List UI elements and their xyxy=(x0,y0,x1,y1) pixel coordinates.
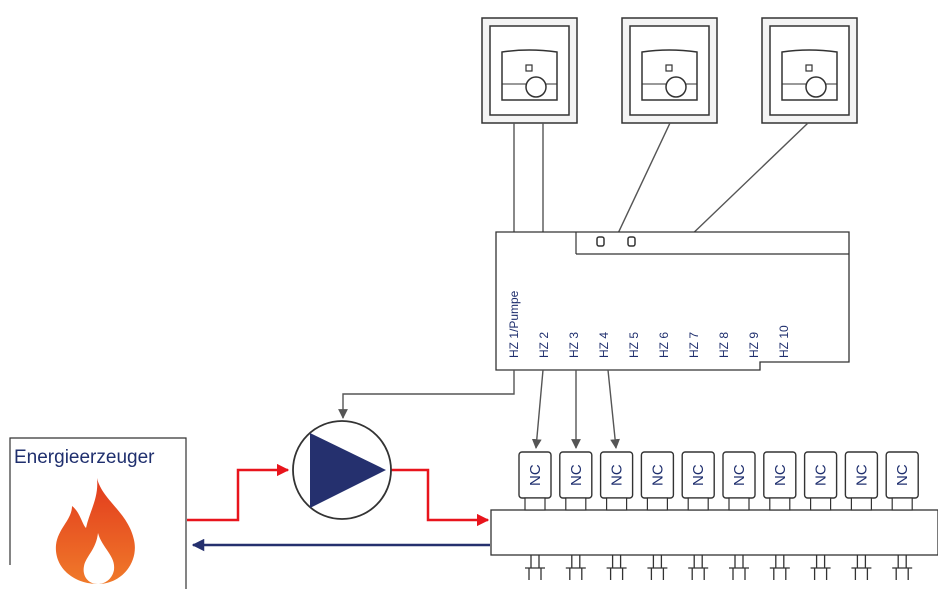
actuator-label: NC xyxy=(731,464,748,486)
pump-icon xyxy=(292,420,392,520)
valve-connector xyxy=(851,555,872,580)
valve-connector xyxy=(688,555,709,580)
valve-connector xyxy=(810,555,831,580)
actuator-label: NC xyxy=(649,464,666,486)
room-thermostat-2 xyxy=(621,17,718,124)
valve-connector xyxy=(525,555,545,580)
valve-connector xyxy=(565,555,586,580)
energy-source-title: Energieerzeuger xyxy=(14,447,155,468)
actuator-label: NC xyxy=(813,464,830,486)
actuator-nc: NC xyxy=(518,451,552,580)
energy-source: Energieerzeuger xyxy=(9,437,187,589)
zone-label: HZ 4 xyxy=(597,332,611,358)
valve-connector xyxy=(769,555,790,580)
actuator-nc: NC xyxy=(640,451,675,580)
actuators: NC NC NC NC NC NC NC NC NC NC xyxy=(518,451,919,580)
actuator-nc: NC xyxy=(559,451,593,580)
actuator-label: NC xyxy=(609,464,626,486)
actuator-label: NC xyxy=(568,464,585,486)
actuator-nc: NC xyxy=(599,451,634,580)
actuator-nc: NC xyxy=(722,451,756,580)
zone-label: HZ 9 xyxy=(747,332,761,358)
valve-connector xyxy=(729,555,749,580)
led-icon xyxy=(596,236,605,247)
actuator-label: NC xyxy=(853,464,870,486)
zone-label: HZ 6 xyxy=(657,332,671,358)
flame-icon xyxy=(55,478,135,584)
zone-label: HZ 8 xyxy=(717,332,731,358)
actuator-label: NC xyxy=(690,464,707,486)
zone-label: HZ 10 xyxy=(777,325,791,358)
zone-label: HZ 1/Pumpe xyxy=(507,290,521,358)
controller xyxy=(495,231,850,371)
valve-connector xyxy=(606,555,627,580)
zone-label: HZ 5 xyxy=(627,332,641,358)
led-icon xyxy=(627,236,636,247)
supply-pipe xyxy=(187,463,490,527)
valve-connector xyxy=(647,555,668,580)
actuator-label: NC xyxy=(772,464,789,486)
actuator-nc: NC xyxy=(681,451,715,580)
manifold xyxy=(490,509,938,556)
controller-outputs xyxy=(338,369,620,449)
actuator-nc: NC xyxy=(763,451,797,580)
room-thermostat-3 xyxy=(761,17,858,124)
valve-connector xyxy=(892,555,913,580)
zone-label: HZ 3 xyxy=(567,332,581,358)
actuator-nc: NC xyxy=(844,451,879,580)
actuator-label: NC xyxy=(527,464,544,486)
actuator-nc: NC xyxy=(885,451,919,580)
actuator-label: NC xyxy=(894,464,911,486)
zone-label: HZ 2 xyxy=(537,332,551,358)
actuator-nc: NC xyxy=(803,451,838,580)
zone-label: HZ 7 xyxy=(687,332,701,358)
room-thermostat-1 xyxy=(481,17,578,124)
zone-labels: HZ 1/Pumpe HZ 2 HZ 3 HZ 4 HZ 5 HZ 6 HZ 7 HZ 8 HZ… xyxy=(507,290,791,358)
